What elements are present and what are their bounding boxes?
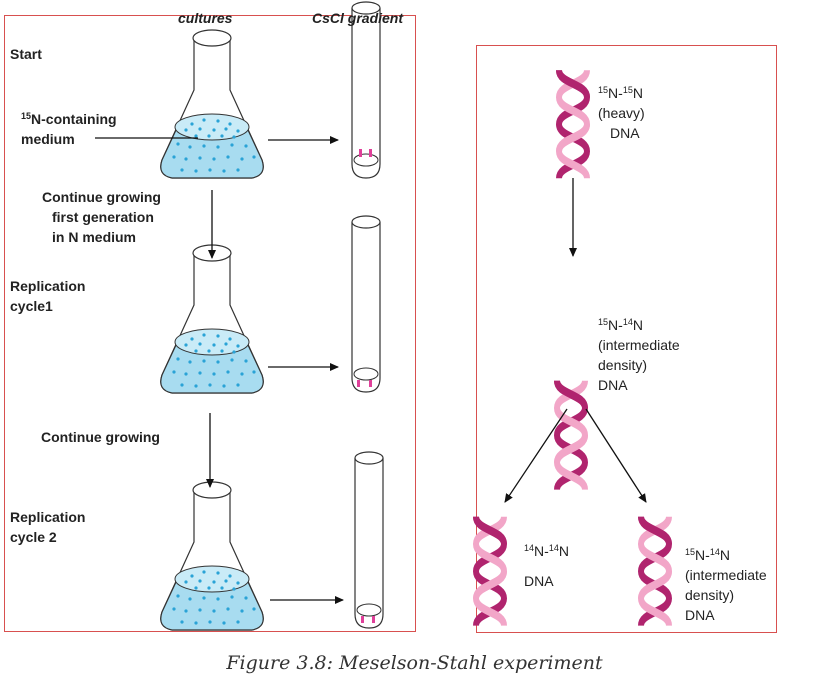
label-medium-line2: medium — [21, 131, 75, 147]
flask-cycle1 — [160, 244, 264, 394]
label-medium-line1: N-containing — [31, 111, 117, 127]
label-replication-cycle2-line1: Replication — [10, 509, 86, 525]
label-replication-cycle1-line2: cycle1 — [10, 298, 53, 314]
arrow-to-light — [504, 408, 568, 503]
label-continue-1-line3: in N medium — [52, 229, 137, 245]
label-start: Start — [10, 46, 42, 62]
label-continue-2: Continue growing — [41, 429, 160, 445]
label-medium-mass: 15 — [21, 111, 32, 121]
label-dna-intermediate-2: 15N-14N (intermediate density) DNA — [685, 547, 767, 623]
flask-start — [160, 29, 264, 179]
tube-start — [351, 1, 381, 179]
label-continue-1-line2: first generation — [52, 209, 154, 225]
label-dna-heavy: 15N-15N (heavy) DNA — [598, 85, 645, 141]
band-cycle2 — [361, 616, 375, 623]
dna-helix-intermediate-2 — [641, 517, 669, 626]
left-panel-frame — [4, 15, 416, 632]
label-replication-cycle2-line2: cycle 2 — [10, 529, 57, 545]
label-dna-light: 14N-14N DNA — [524, 543, 569, 589]
header-cultures: cultures — [178, 10, 233, 26]
label-medium: 15N-containing medium — [21, 106, 117, 149]
band-start — [359, 149, 372, 157]
dna-helix-intermediate — [557, 381, 585, 490]
label-replication-cycle1-line1: Replication — [10, 278, 86, 294]
band-cycle1 — [357, 380, 372, 387]
arrow-to-intermediate-2 — [585, 408, 647, 503]
tube-cycle2 — [354, 451, 384, 629]
dna-helix-heavy — [559, 70, 587, 178]
right-panel-frame — [476, 45, 777, 633]
label-dna-intermediate: 15N-14N (intermediate density) DNA — [598, 317, 680, 393]
flask-cycle2 — [160, 481, 264, 631]
dna-helix-light — [476, 517, 504, 626]
label-continue-1-line1: Continue growing — [42, 189, 161, 205]
header-cscl-gradient: CsCl gradient — [312, 10, 404, 26]
tube-cycle1 — [351, 215, 381, 393]
figure-caption: Figure 3.8: Meselson-Stahl experiment — [226, 652, 603, 674]
